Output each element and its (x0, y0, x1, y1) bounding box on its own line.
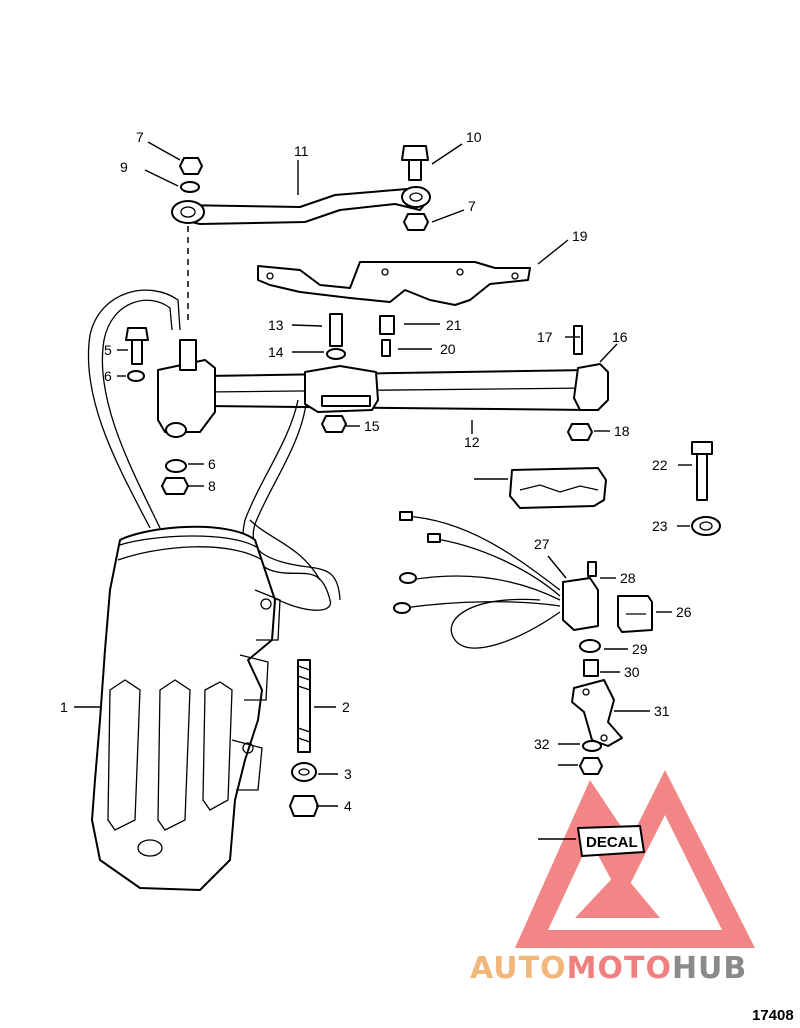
leader-lines (74, 141, 692, 840)
callout-5: 5 (104, 342, 112, 358)
callout-22: 21 (446, 317, 462, 333)
pump-motor-part-1 (91, 525, 281, 891)
block-part-31 (509, 467, 607, 509)
callout-labels: 7 9 11 10 7 19 13 21 14 20 5 6 17 16 15 … (60, 129, 692, 814)
watermark-moto: MOTO (567, 951, 672, 986)
callout-7-bottom: 8 (208, 478, 216, 494)
watermark-text: AUTOMOTOHUB (470, 951, 747, 986)
callout-17: 18 (614, 423, 630, 439)
callout-24: 27 (534, 536, 550, 552)
callout-12: 13 (268, 317, 284, 333)
bolt-washer-parts-18-19 (691, 441, 721, 536)
callout-14: 15 (364, 418, 380, 434)
callout-28: 31 (654, 703, 670, 719)
callout-19: 23 (652, 518, 668, 534)
link-arm-part-9 (171, 145, 431, 320)
callout-3: 3 (344, 766, 352, 782)
callout-16: 17 (537, 329, 553, 345)
callout-2: 2 (342, 699, 350, 715)
callout-7-right: 7 (468, 198, 476, 214)
callout-8: 10 (466, 129, 482, 145)
watermark-auto: AUTO (470, 951, 567, 986)
callout-29: 32 (534, 736, 550, 752)
callout-26: 29 (632, 641, 648, 657)
watermark-hub: HUB (672, 951, 747, 986)
actuator-rod-part-11 (125, 313, 609, 495)
callout-27: 30 (624, 664, 640, 680)
callout-4: 4 (344, 798, 352, 814)
bracket-part-20 (257, 261, 531, 306)
callout-23: 26 (676, 604, 692, 620)
watermark-logo: AUTOMOTOHUB (470, 770, 755, 986)
callout-9: 11 (294, 143, 309, 159)
callout-18: 22 (652, 457, 668, 473)
decal-label: DECAL (586, 834, 638, 851)
decal-part-32: DECAL (577, 825, 645, 857)
callout-20: 19 (572, 228, 588, 244)
callout-7-top: 7 (136, 129, 144, 145)
callout-6-top: 6 (104, 368, 112, 384)
callout-10: 9 (120, 159, 128, 175)
watermark-triangle (515, 770, 755, 948)
callout-1: 1 (60, 699, 68, 715)
drawing-number: 17408 (752, 1007, 794, 1024)
relay-wiring-parts-23-30 (393, 511, 653, 775)
callout-11: 12 (464, 434, 480, 450)
callout-15: 16 (612, 329, 628, 345)
callout-25: 28 (620, 570, 636, 586)
callout-13: 14 (268, 344, 284, 360)
hydraulic-hose (87, 289, 181, 529)
callout-21: 20 (440, 341, 456, 357)
stud-washer-nut-parts-2-4 (289, 659, 319, 817)
callout-6-bottom: 6 (208, 456, 216, 472)
